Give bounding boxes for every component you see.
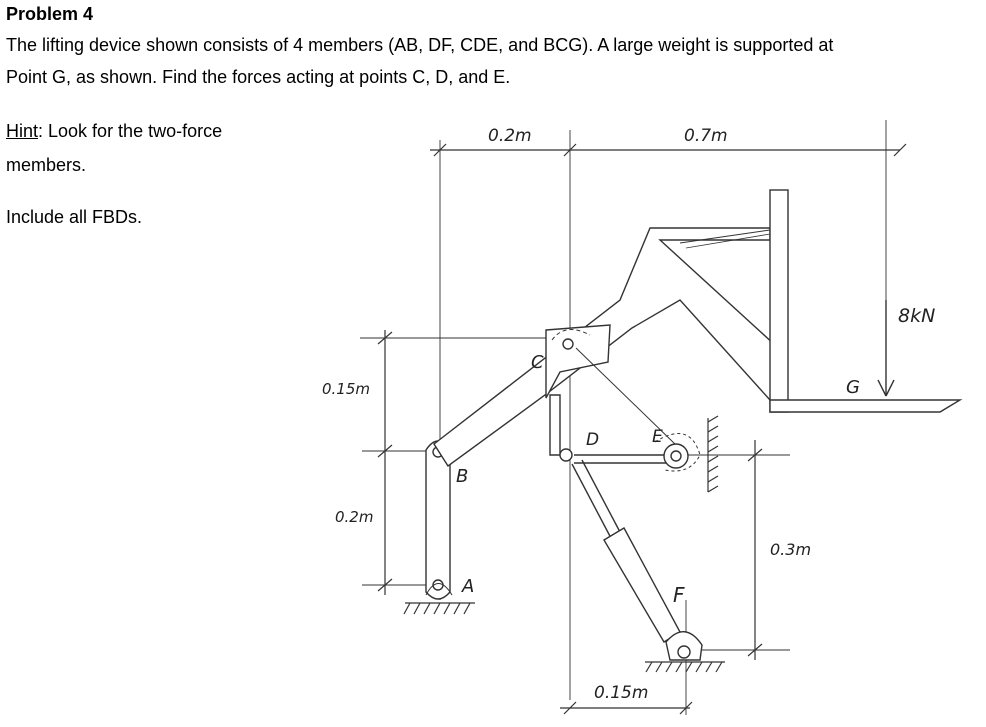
- tick: [433, 143, 447, 157]
- tick: [747, 448, 763, 462]
- hint-label: Hint: [6, 121, 39, 141]
- load-label: 8kN: [898, 305, 935, 327]
- member-df: [571, 459, 703, 661]
- member-cde: [549, 347, 701, 472]
- ground-support-a: [403, 602, 475, 615]
- tick: [377, 444, 393, 458]
- pin-a-bracket: [425, 583, 453, 596]
- point-label-g: G: [846, 377, 860, 398]
- hint-text: : Look for the two-force: [38, 121, 223, 141]
- hint-text-continued: members.: [6, 155, 87, 175]
- point-label-d: D: [586, 430, 599, 450]
- member-bcg: [433, 189, 963, 468]
- point-label-c: C: [531, 352, 544, 373]
- dim-label-left-upper: 0.15m: [322, 380, 370, 398]
- point-label-f: F: [673, 583, 685, 607]
- tick: [563, 143, 577, 157]
- tick: [893, 143, 907, 157]
- tick: [377, 578, 393, 592]
- problem-statement-line-2: Point G, as shown. Find the forces actin…: [6, 67, 511, 87]
- pin-e: [670, 450, 682, 462]
- tick: [563, 701, 577, 715]
- tick: [747, 643, 763, 657]
- dim-label-left-lower: 0.2m: [335, 508, 373, 526]
- load-arrow: [877, 300, 895, 397]
- pin-d: [559, 448, 573, 462]
- point-label-e: E: [652, 427, 663, 447]
- pin-f: [677, 645, 691, 659]
- dim-label-bottom: 0.15m: [594, 683, 648, 703]
- wall-support-e: [707, 415, 719, 493]
- ground-support-f: [645, 661, 725, 673]
- dim-label-top-left: 0.2m: [488, 126, 532, 146]
- tick: [679, 701, 693, 715]
- problem-title: Problem 4: [6, 4, 94, 24]
- hint: Hint: Look for the two-force: [6, 121, 222, 142]
- point-label-a: A: [461, 576, 474, 597]
- problem-statement-line-1: The lifting device shown consists of 4 m…: [6, 35, 834, 55]
- instruction-text: Include all FBDs.: [6, 207, 143, 227]
- tick: [377, 331, 393, 345]
- dim-label-top-right: 0.7m: [684, 126, 728, 146]
- dim-label-right: 0.3m: [770, 540, 811, 559]
- point-label-b: B: [456, 466, 468, 487]
- pin-c: [562, 338, 574, 350]
